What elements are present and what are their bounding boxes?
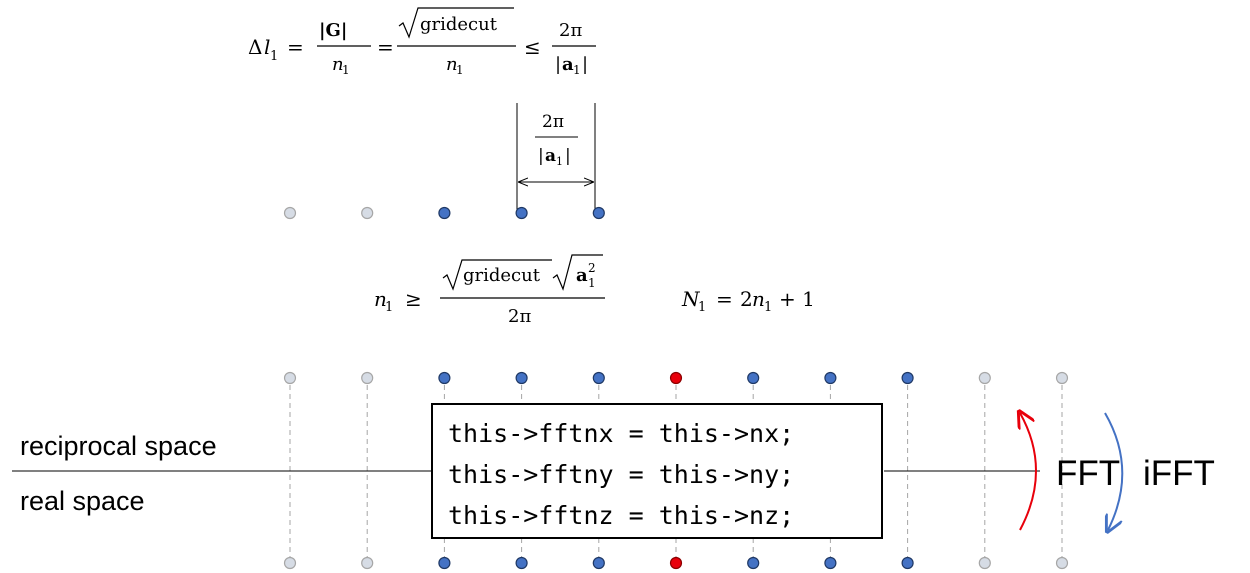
real-point-1: [361, 556, 374, 570]
reciprocal-point-6: [747, 371, 760, 385]
big-n: N: [681, 287, 701, 311]
real-point-3: [515, 556, 528, 570]
code-line-fftnz: this->fftnz = this->nz;: [448, 501, 795, 530]
reciprocal-point-2: [438, 371, 451, 385]
two-pi-3: 2π: [508, 306, 531, 327]
a-sub-3: 1: [588, 276, 596, 290]
reciprocal-point-5: [669, 371, 683, 385]
reciprocal-lattice-row: [283, 371, 1069, 385]
a-sup-3: 2: [588, 261, 596, 275]
n1-inequality: n 1 ≥ gridecut a 2 1 2π: [374, 254, 605, 327]
reciprocal-point-3: [515, 371, 528, 385]
reciprocal-space-label: reciprocal space: [20, 431, 217, 461]
n-lhs-sub: 1: [385, 300, 393, 315]
bar-left-1: |: [555, 54, 561, 75]
real-space-label: real space: [20, 486, 145, 516]
geq-sign: ≥: [405, 287, 422, 311]
code-line-fftnx: this->fftnx = this->nx;: [448, 419, 795, 448]
reciprocal-point-4: [592, 371, 605, 385]
real-point-10: [1055, 556, 1069, 570]
fft-label: FFT: [1056, 454, 1120, 493]
real-point-9: [978, 556, 991, 570]
reciprocal-point-8: [901, 371, 914, 385]
a-sub-1: 1: [573, 63, 581, 77]
lattice-point-top-2: [438, 206, 451, 220]
lattice-point-top-4: [592, 206, 605, 220]
sqrt-sign-1: [398, 7, 514, 39]
two-pi-1: 2π: [559, 20, 582, 41]
gridecut-1: gridecut: [420, 14, 498, 35]
n-denominator-2: n: [446, 54, 458, 75]
real-point-8: [901, 556, 914, 570]
two-prefix: 2: [740, 287, 753, 311]
lattice-spacing-marker: 2π | a 1 |: [516, 103, 596, 211]
code-block: this->fftnx = this->nx; this->fftny = th…: [431, 403, 883, 539]
two-pi-2: 2π: [542, 112, 564, 132]
leq-sign: ≤: [524, 35, 541, 59]
a-vector-3: a: [576, 265, 588, 286]
fft-arrow: [1020, 413, 1037, 531]
reciprocal-point-9: [978, 371, 991, 385]
sqrt-sign-3: [552, 254, 603, 291]
reciprocal-point-10: [1055, 371, 1069, 385]
a-sub-2: 1: [556, 155, 563, 168]
grid-size-formula: N 1 = 2 n 1 + 1: [681, 287, 815, 315]
equals-1: =: [287, 35, 304, 59]
reciprocal-point-1: [361, 371, 374, 385]
reciprocal-point-0: [283, 371, 297, 385]
equals-3: =: [716, 287, 733, 311]
n-sub-2: 1: [456, 63, 464, 77]
lattice-point-top-3: [515, 206, 528, 220]
bar-right-2: |: [565, 146, 571, 166]
a-vector-2: a: [545, 146, 556, 166]
real-lattice-row: [283, 556, 1069, 570]
n-rhs-sub: 1: [764, 300, 772, 315]
real-point-2: [438, 556, 451, 570]
ifft-arrow: [1104, 412, 1124, 530]
bar-right-1: |: [582, 54, 588, 75]
a-vector-1: a: [562, 54, 574, 75]
real-point-6: [747, 556, 760, 570]
bar-left-2: |: [538, 146, 544, 166]
reciprocal-point-7: [824, 371, 837, 385]
n-denominator-1: n: [332, 54, 344, 75]
lattice-point-top-0: [283, 206, 297, 220]
real-point-7: [824, 556, 837, 570]
lattice-point-top-1: [361, 206, 374, 220]
spacing-formula: Δ l 1 = |G| n 1 = gridecut n 1 ≤ 2π | a …: [248, 7, 596, 77]
delta-symbol: Δ: [248, 35, 262, 59]
l-subscript: 1: [270, 49, 278, 64]
real-point-0: [283, 556, 297, 570]
l-symbol: l: [264, 35, 270, 59]
n-sub-1: 1: [342, 63, 350, 77]
sqrt-sign-2: [442, 259, 552, 291]
real-point-4: [592, 556, 605, 570]
real-point-5: [669, 556, 683, 570]
big-n-sub: 1: [698, 300, 706, 315]
plus-one: + 1: [779, 287, 815, 311]
equals-2: =: [377, 35, 394, 59]
n-rhs: n: [752, 287, 765, 311]
code-line-fftny: this->fftny = this->ny;: [448, 460, 795, 489]
ifft-label: iFFT: [1143, 454, 1215, 493]
n-lhs: n: [374, 287, 387, 311]
g-abs: |G|: [319, 20, 347, 41]
gridecut-2: gridecut: [463, 265, 541, 286]
top-lattice-row: [283, 206, 605, 220]
